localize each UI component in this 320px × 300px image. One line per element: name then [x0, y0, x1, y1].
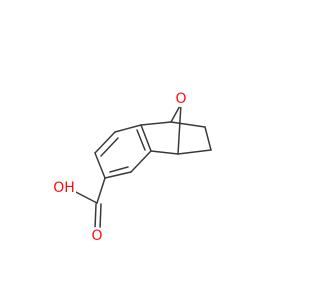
molecule-structure: O O OH	[52, 91, 212, 244]
bond-ar4-inner	[109, 166, 129, 173]
bond-ar2	[94, 131, 116, 154]
bond-c-o-1	[94, 203, 97, 230]
atom-bg-o-carbonyl	[89, 227, 105, 243]
bond-ch2-a	[170, 121, 206, 128]
atom-o-carbonyl: O	[91, 228, 102, 244]
bond-ar6-inner	[136, 129, 146, 151]
bond-o-bridge-2	[177, 103, 182, 155]
bond-o-bridge-1	[170, 103, 182, 123]
bond-ar5	[130, 150, 152, 173]
bond-ar4	[104, 171, 132, 179]
bond-ch2-c	[177, 149, 212, 155]
bond-c-o-2	[99, 203, 102, 230]
atom-oh: OH	[53, 180, 75, 196]
bond-bridgehead-bottom	[150, 150, 179, 155]
bond-ar6	[140, 124, 152, 152]
bond-ar1	[114, 124, 142, 133]
bond-bridgehead-top	[140, 121, 172, 126]
bond-ar3	[94, 152, 106, 179]
atom-bg-oh	[52, 180, 76, 198]
atom-bg-o-bridge	[173, 91, 189, 107]
atom-o-bridge: O	[175, 91, 186, 107]
bond-ring-cooh	[96, 177, 106, 204]
bond-ch2-b	[204, 126, 212, 151]
bond-ar2-inner	[100, 137, 119, 157]
